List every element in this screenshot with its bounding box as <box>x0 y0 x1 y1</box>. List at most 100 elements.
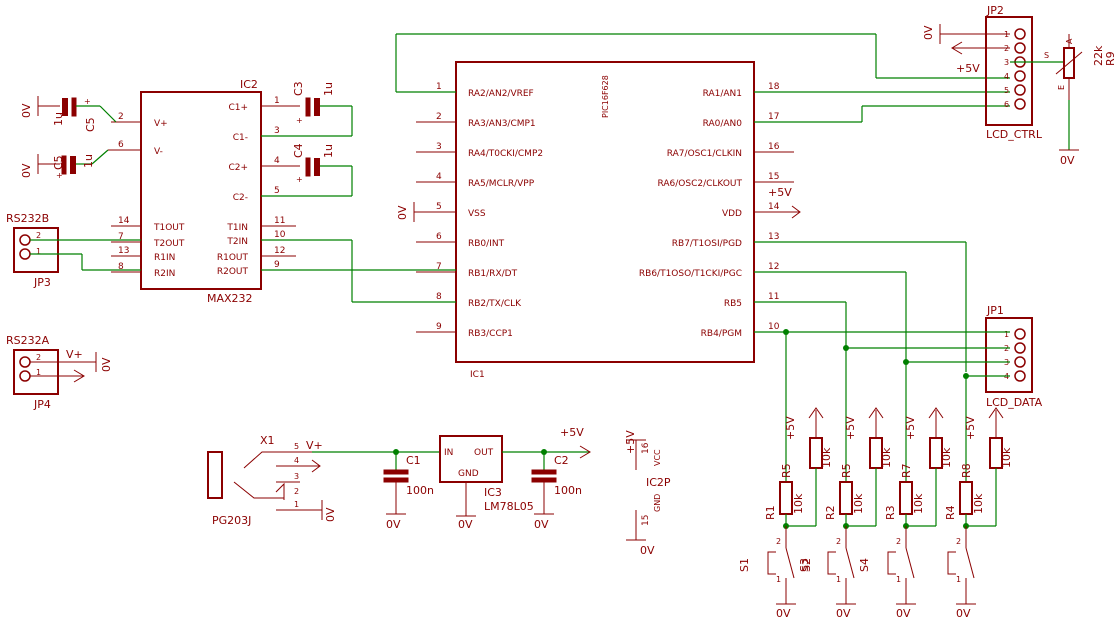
ic1-pin-name: RB0/INT <box>468 239 505 249</box>
ic2-pin-num: 8 <box>118 262 124 272</box>
jp2-pin <box>1014 84 1026 96</box>
jp1-ref: JP1 <box>986 304 1004 317</box>
series-value: 10k <box>972 493 985 514</box>
ic2-pin-name: C2+ <box>228 163 248 173</box>
x1-ref: X1 <box>260 434 275 447</box>
ic1-pin-num: 18 <box>768 82 780 92</box>
ic2-pin-name: C1- <box>233 133 248 143</box>
c5a-plate-pos <box>71 97 77 117</box>
ic2-pin-num: 11 <box>274 216 285 226</box>
connector-rs232b: RS232B 2 1 JP3 <box>6 212 141 289</box>
ic1-pin-num: 5 <box>436 202 442 212</box>
pullup-value: 10k <box>940 447 953 468</box>
vss-label: 0V <box>396 205 409 220</box>
jp2-pin-num: 5 <box>1004 86 1009 95</box>
c3-plus: + <box>296 116 303 125</box>
switch-actuator <box>887 551 896 575</box>
power-jack-x1: X1 PG203J 5 4 3 2 1 V+ 0V <box>207 434 337 527</box>
ic2p-vcc: VCC <box>653 449 662 466</box>
ic2-pin-num: 13 <box>118 246 129 256</box>
rs232a-ref: RS232A <box>6 334 50 347</box>
rs232a-pin1: 1 <box>36 368 41 377</box>
ic1-pin-num: 3 <box>436 142 442 152</box>
ic3-part: LM78L05 <box>484 500 534 513</box>
c5b-gnd: 0V <box>20 163 33 178</box>
ic2p-pin15: 15 <box>641 515 651 526</box>
cap-c2: C2 100n 0V <box>531 452 582 531</box>
ic2-pin-name: R1OUT <box>217 253 249 263</box>
c5a-val: 1u <box>52 112 65 126</box>
ic2p-power: +5V 16 VCC IC2P GND 15 0V <box>624 430 671 557</box>
jp2-pin-num: 4 <box>1004 72 1009 81</box>
x1-pin4: 4 <box>294 456 299 465</box>
c4-plate-pos <box>305 157 311 177</box>
series-ref: R3 <box>884 505 897 520</box>
ic1-pin-num: 4 <box>436 172 442 182</box>
jp1-body <box>985 317 1033 393</box>
switch-ref-2: S2 <box>800 558 813 572</box>
ic3-gnd-net: 0V <box>458 518 473 531</box>
jp1-label: LCD_DATA <box>986 396 1043 409</box>
ic1-pin-name: RA1/AN1 <box>703 89 742 99</box>
switch-blade <box>965 547 975 579</box>
ic1-pin-num: 10 <box>768 322 780 332</box>
x1-gnd: 0V <box>324 507 337 522</box>
jp1-pin <box>1014 370 1026 382</box>
jp1-pin <box>1014 342 1026 354</box>
switch-pin2: 2 <box>776 537 781 546</box>
vcc-label: +5V <box>844 416 857 440</box>
wire-ra2 <box>395 33 1010 93</box>
r9-ref: R9 <box>1104 51 1117 66</box>
switch-blade <box>785 547 795 579</box>
pullup-value: 10k <box>820 447 833 468</box>
c2-ref: C2 <box>554 454 569 467</box>
c4-ref: C4 <box>292 143 305 158</box>
ic1-pin-num: 8 <box>436 292 442 302</box>
ic1-pin-name: RB1/RX/DT <box>468 269 518 279</box>
jp2-label: LCD_CTRL <box>986 128 1043 141</box>
rs232b-jp: JP3 <box>33 276 51 289</box>
r9-value: 22k <box>1092 45 1105 66</box>
vss-gnd: 0V <box>396 202 456 222</box>
ic1-pin-name: RB6/T1OSO/T1CKI/PGC <box>639 269 742 279</box>
jp2-gnd: 0V <box>922 25 935 40</box>
ic1-part: PIC16F628 <box>601 75 610 118</box>
ic2-pin-name: R2IN <box>154 269 175 279</box>
c5a-plate-neg <box>62 98 68 116</box>
ic1-pin-num: 7 <box>436 262 442 272</box>
ic1-pin-num: 2 <box>436 112 442 122</box>
vcc-arrow <box>808 407 824 419</box>
wires-data <box>754 241 1010 482</box>
cap-c4: C4 1u + <box>261 143 353 197</box>
rs232b-pin1: 1 <box>36 247 41 256</box>
ic2-pin-name: R1IN <box>154 253 175 263</box>
ic2-pin-num: 14 <box>118 216 130 226</box>
cap-c5-top: 0V 1u C5 + <box>20 96 141 132</box>
ic1-pin-num: 6 <box>436 232 442 242</box>
ic2-pin-name: R2OUT <box>217 267 249 277</box>
switch-ref: S4 <box>858 558 871 572</box>
ic1-pin-num: 1 <box>436 82 442 92</box>
pullup-ref: R8 <box>960 463 973 478</box>
switch-pin1: 1 <box>956 575 961 584</box>
jp1-pin <box>1014 328 1026 340</box>
ic1-pin-num: 15 <box>768 172 779 182</box>
gnd-label: 0V <box>896 607 911 620</box>
c5b-plate-neg <box>70 156 76 174</box>
series-ref: R2 <box>824 505 837 520</box>
rs232a-jp: JP4 <box>33 398 51 411</box>
trimmer-r9: A S E 22k R9 0V <box>1044 34 1117 167</box>
x1-vplus: V+ <box>306 439 323 452</box>
ic1-pin-name: RA6/OSC2/CLKOUT <box>657 179 742 189</box>
ic3-gnd: GND <box>458 469 479 479</box>
switch-actuator <box>767 551 776 575</box>
gnd-label: 0V <box>956 607 971 620</box>
ic2-pin-name: C1+ <box>228 103 248 113</box>
ic1-ref: IC1 <box>470 370 485 380</box>
switch-actuator <box>827 551 836 575</box>
switch-ref: S1 <box>738 558 751 572</box>
c1-ref: C1 <box>406 454 421 467</box>
series-ref: R1 <box>764 505 777 520</box>
ic2-pin-num: 12 <box>274 246 285 256</box>
